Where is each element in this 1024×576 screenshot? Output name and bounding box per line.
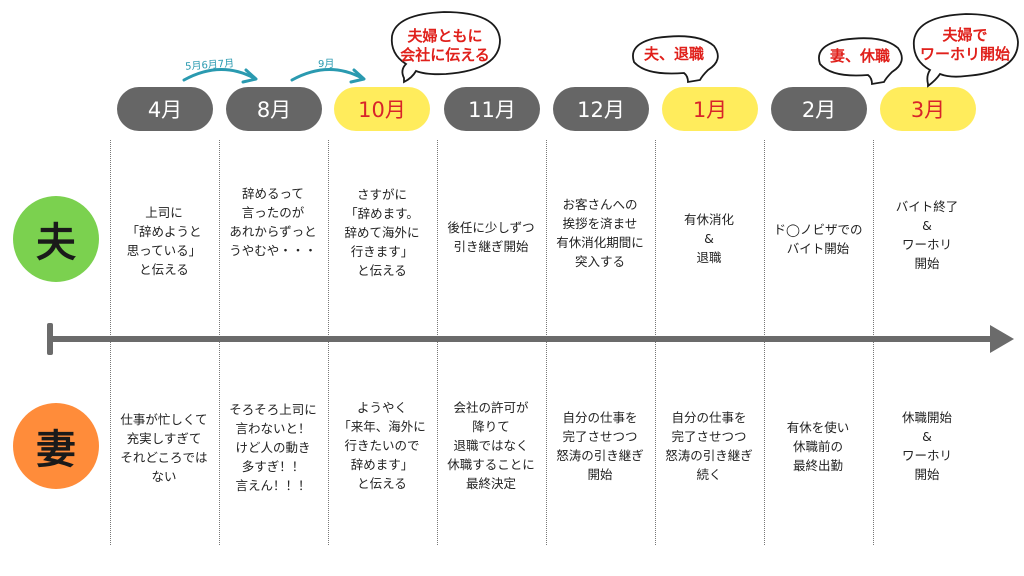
month-jan: 1月 bbox=[662, 87, 758, 131]
column-separator bbox=[219, 140, 220, 545]
speech-bubble-icon bbox=[912, 13, 1019, 88]
wife-cell-aug: そろそろ上司に言わないと！けど人の動き多すぎ！！言えん！！！ bbox=[229, 402, 317, 493]
husband-cell-nov: 後任に少しずつ引き継ぎ開始 bbox=[447, 220, 535, 254]
husband-cell-aug: 辞めるって言ったのがあれからずっとうやむや・・・ bbox=[229, 186, 317, 258]
husband-cell-oct: さすがに「辞めます。辞めて海外に行きます」と伝える bbox=[344, 187, 420, 278]
wife-cell-jan: 自分の仕事を完了させつつ怒涛の引き継ぎ続く bbox=[665, 410, 753, 482]
speech-bubble-icon bbox=[818, 37, 903, 86]
callout-mar: 夫婦でワーホリ開始 bbox=[908, 10, 1022, 88]
column-separator bbox=[110, 140, 111, 545]
wife-cell-apr: 仕事が忙しくて充実しすぎてそれどころではない bbox=[120, 412, 208, 484]
husband-cell-dec: お客さんへの挨拶を済ませ有休消化期間に突入する bbox=[556, 197, 644, 269]
column-separator bbox=[437, 140, 438, 545]
month-mar: 3月 bbox=[880, 87, 976, 131]
column-separator bbox=[328, 140, 329, 545]
curved-arrow-icon bbox=[290, 68, 366, 84]
transition-arrow-oct bbox=[288, 56, 368, 86]
wife-cell-dec: 自分の仕事を完了させつつ怒涛の引き継ぎ開始 bbox=[556, 410, 644, 482]
transition-arrow-aug bbox=[180, 56, 260, 86]
husband-label-circle: 夫 bbox=[13, 196, 99, 282]
callout-feb: 妻、休職 bbox=[814, 34, 906, 86]
timeline-arrow-head bbox=[990, 325, 1014, 353]
month-apr: 4月 bbox=[117, 87, 213, 131]
timeline-axis-start bbox=[47, 323, 53, 355]
husband-cell-feb: ド◯ノビザでのバイト開始 bbox=[773, 222, 863, 256]
timeline-axis bbox=[52, 336, 992, 342]
month-oct: 10月 bbox=[334, 87, 430, 131]
curved-arrow-icon bbox=[182, 68, 258, 84]
transition-label-oct: 9月 bbox=[318, 59, 335, 70]
callout-oct: 夫婦ともに会社に伝える bbox=[386, 8, 504, 84]
column-separator bbox=[546, 140, 547, 545]
callout-jan: 夫、退職 bbox=[626, 32, 722, 84]
wife-cell-oct: ようやく「来年、海外に行きたいので辞めます」と伝える bbox=[338, 400, 426, 491]
month-dec: 12月 bbox=[553, 87, 649, 131]
column-separator bbox=[764, 140, 765, 545]
husband-cell-mar: バイト終了&ワーホリ開始 bbox=[895, 199, 959, 271]
wife-label-circle: 妻 bbox=[13, 403, 99, 489]
month-nov: 11月 bbox=[444, 87, 540, 131]
speech-bubble-icon bbox=[632, 35, 719, 84]
wife-cell-mar: 休職開始&ワーホリ開始 bbox=[901, 410, 952, 482]
month-feb: 2月 bbox=[771, 87, 867, 131]
husband-cell-jan: 有休消化&退職 bbox=[683, 212, 734, 265]
wife-cell-nov: 会社の許可が降りて退職ではなく休職することに最終決定 bbox=[447, 400, 535, 491]
month-aug: 8月 bbox=[226, 87, 322, 131]
husband-cell-apr: 上司に「辞めようと思っている」と伝える bbox=[126, 205, 202, 277]
speech-bubble-icon bbox=[390, 11, 501, 84]
column-separator bbox=[655, 140, 656, 545]
wife-cell-feb: 有休を使い休職前の最終出勤 bbox=[786, 420, 850, 473]
column-separator bbox=[873, 140, 874, 545]
